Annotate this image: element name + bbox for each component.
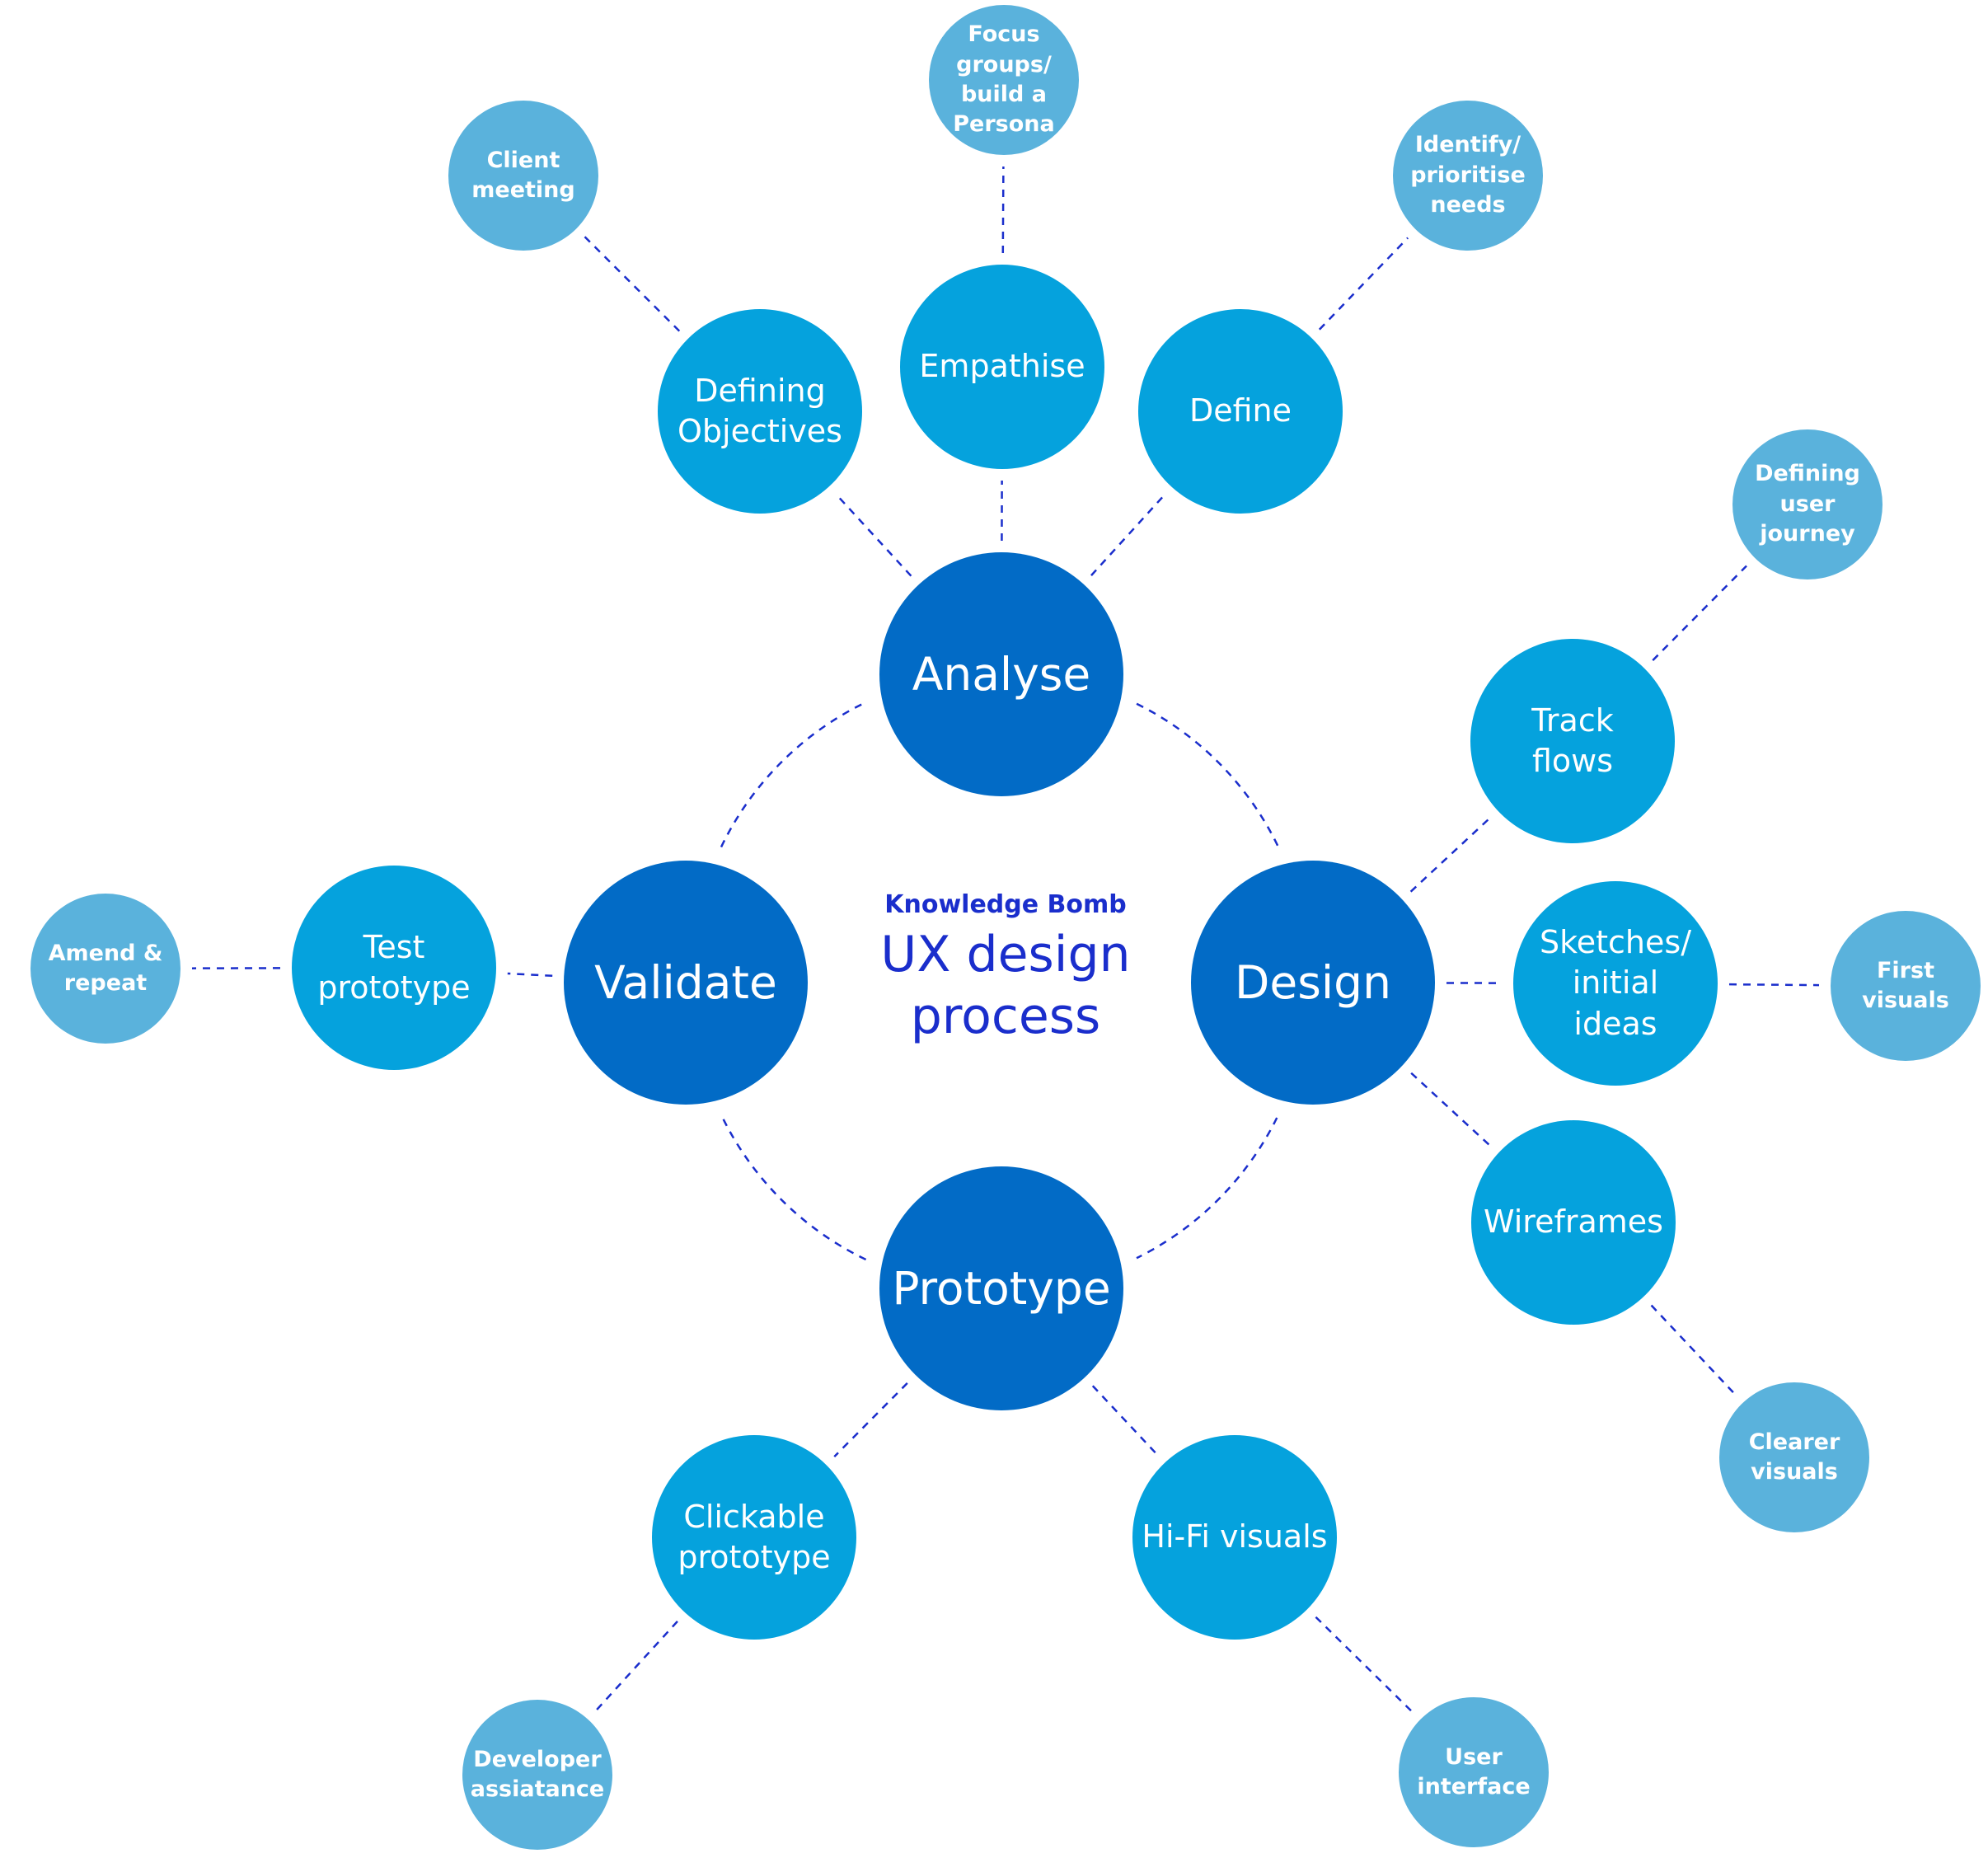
connector-prototype-hifi-visuals bbox=[1091, 1385, 1158, 1456]
connector-define-identify-needs bbox=[1318, 237, 1409, 331]
connector-clickable-prototype-developer-assistance bbox=[594, 1621, 678, 1712]
node-user-journey: Defining user journey bbox=[1732, 429, 1883, 579]
node-label-track-flows: Track flows bbox=[1531, 701, 1614, 779]
node-focus-groups: Focus groups/ build a Persona bbox=[929, 5, 1079, 155]
node-label-design: Design bbox=[1235, 956, 1391, 1009]
node-label-first-visuals: First visuals bbox=[1862, 957, 1949, 1013]
node-label-clearer-visuals: Clearer visuals bbox=[1748, 1429, 1840, 1485]
connector-design-track-flows bbox=[1409, 818, 1490, 893]
connector-wireframes-clearer-visuals bbox=[1650, 1304, 1736, 1396]
node-track-flows: Track flows bbox=[1470, 639, 1675, 843]
connector-defining-objectives-client-meeting bbox=[584, 236, 681, 332]
node-label-empathise: Empathise bbox=[919, 348, 1085, 385]
node-label-test-prototype: Test prototype bbox=[317, 928, 471, 1006]
cycle-arcs bbox=[720, 701, 1280, 1261]
node-label-amend-repeat: Amend & repeat bbox=[48, 940, 163, 996]
node-clickable-prototype: Clickable prototype bbox=[652, 1435, 856, 1640]
node-hifi-visuals: Hi-Fi visuals bbox=[1132, 1435, 1337, 1640]
node-identify-needs: Identify/ prioritise needs bbox=[1393, 101, 1543, 251]
node-validate: Validate bbox=[564, 861, 808, 1105]
node-amend-repeat: Amend & repeat bbox=[30, 894, 181, 1044]
node-empathise: Empathise bbox=[900, 265, 1104, 469]
node-defining-objectives: Defining Objectives bbox=[658, 309, 862, 514]
node-label-identify-needs: Identify/ prioritise needs bbox=[1410, 132, 1526, 218]
node-sketches: Sketches/ initial ideas bbox=[1513, 881, 1718, 1086]
connector-analyse-define bbox=[1090, 495, 1165, 576]
center-kicker: Knowledge Bomb bbox=[884, 890, 1127, 919]
node-developer-assistance: Developer assiatance bbox=[462, 1700, 612, 1850]
node-label-defining-objectives: Defining Objectives bbox=[678, 372, 842, 449]
node-label-define: Define bbox=[1189, 392, 1292, 429]
node-prototype: Prototype bbox=[879, 1166, 1123, 1410]
cycle-arc-design-prototype bbox=[1136, 1117, 1278, 1260]
connector-empathise-focus-groups bbox=[1001, 166, 1005, 254]
center-title: Knowledge Bomb UX design process bbox=[841, 890, 1170, 1048]
node-wireframes: Wireframes bbox=[1471, 1120, 1676, 1325]
node-label-wireframes: Wireframes bbox=[1484, 1203, 1663, 1241]
node-label-client-meeting: Client meeting bbox=[471, 147, 575, 203]
node-first-visuals: First visuals bbox=[1831, 911, 1981, 1061]
cycle-arc-validate-analyse bbox=[720, 701, 867, 848]
node-label-user-journey: Defining user journey bbox=[1755, 461, 1860, 547]
node-user-interface: User interface bbox=[1399, 1697, 1549, 1847]
node-label-hifi-visuals: Hi-Fi visuals bbox=[1142, 1518, 1328, 1555]
connector-hifi-visuals-user-interface bbox=[1315, 1616, 1413, 1713]
node-define: Define bbox=[1138, 309, 1343, 514]
node-label-sketches: Sketches/ initial ideas bbox=[1539, 923, 1691, 1042]
spoke-lines bbox=[191, 166, 1820, 1713]
cycle-arc-prototype-validate bbox=[721, 1117, 867, 1261]
node-clearer-visuals: Clearer visuals bbox=[1719, 1382, 1869, 1532]
connector-design-wireframes bbox=[1410, 1072, 1491, 1147]
node-label-developer-assistance: Developer assiatance bbox=[470, 1746, 605, 1802]
node-label-validate: Validate bbox=[594, 956, 777, 1009]
node-label-clickable-prototype: Clickable prototype bbox=[678, 1498, 831, 1575]
node-label-focus-groups: Focus groups/ build a Persona bbox=[953, 21, 1055, 138]
node-design: Design bbox=[1191, 861, 1435, 1105]
node-test-prototype: Test prototype bbox=[292, 866, 496, 1070]
connector-analyse-defining-objectives bbox=[836, 494, 912, 577]
node-client-meeting: Client meeting bbox=[448, 101, 598, 251]
node-analyse: Analyse bbox=[879, 552, 1123, 796]
node-label-prototype: Prototype bbox=[892, 1262, 1111, 1315]
cycle-arc-analyse-design bbox=[1136, 702, 1280, 848]
node-label-analyse: Analyse bbox=[912, 648, 1091, 701]
connector-prototype-clickable-prototype bbox=[833, 1382, 908, 1457]
center-heading: UX design process bbox=[880, 926, 1131, 1045]
connector-validate-test-prototype bbox=[507, 972, 553, 978]
connector-track-flows-user-journey bbox=[1652, 565, 1747, 661]
node-label-user-interface: User interface bbox=[1417, 1743, 1531, 1799]
connector-sketches-first-visuals bbox=[1728, 983, 1820, 987]
